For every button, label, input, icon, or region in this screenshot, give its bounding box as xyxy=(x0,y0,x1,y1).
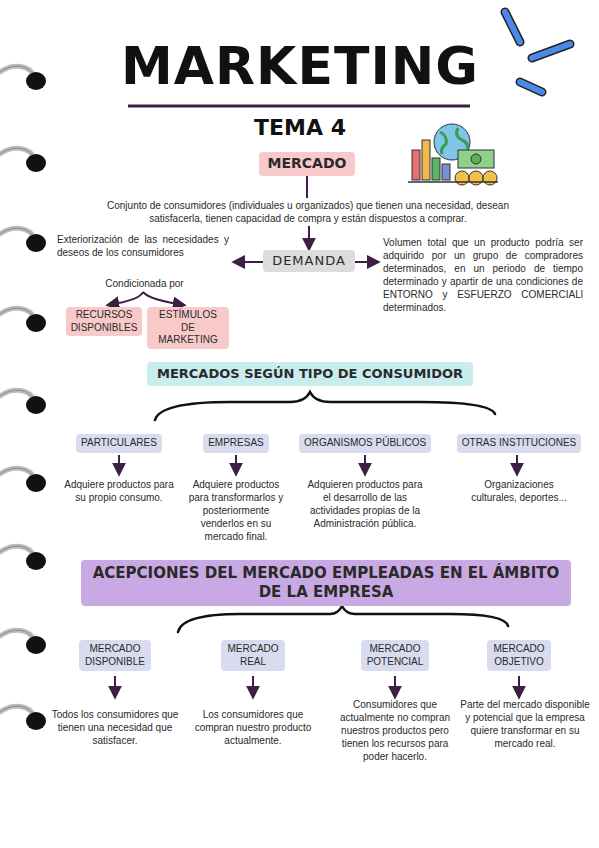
node-text: MERCADO OBJETIVO xyxy=(493,643,544,668)
accent-strokes xyxy=(505,12,570,92)
description-text: Adquiere productos para transformarlos y… xyxy=(186,478,286,543)
category-box: OTRAS INSTITUCIONES xyxy=(457,434,581,453)
node-text: DEMANDA xyxy=(272,253,346,269)
description-text: Consumidores que actualmente no compran … xyxy=(334,698,456,763)
description-text: Los consumidores que compran nuestro pro… xyxy=(194,708,312,747)
market-type-box: MERCADO POTENCIAL xyxy=(361,640,430,671)
title-underline xyxy=(128,105,470,108)
category-box: ORGANISMOS PÚBLICOS xyxy=(299,434,431,453)
node-text: PARTICULARES xyxy=(81,437,157,450)
category-box: EMPRESAS xyxy=(203,434,269,453)
node-text: MERCADO DISPONIBLE xyxy=(85,643,145,668)
node-text: RECURSOS DISPONIBLES xyxy=(71,309,138,334)
node-text: MERCADO POTENCIAL xyxy=(367,643,424,668)
subtitle: TEMA 4 xyxy=(220,114,380,143)
section-header: ACEPCIONES DEL MERCADO EMPLEADAS EN EL Á… xyxy=(81,560,571,606)
category-box: PARTICULARES xyxy=(76,434,162,453)
concept-box: MERCADO xyxy=(259,152,356,176)
node-text: ESTÍMULOS DE MARKETING xyxy=(152,309,224,347)
node-text: OTRAS INSTITUCIONES xyxy=(462,437,576,450)
node-text: MERCADO xyxy=(268,155,347,173)
description-text: Adquiere productos para su propio consum… xyxy=(63,478,175,504)
definition-text: Exteriorización de las necesidades y des… xyxy=(57,233,229,259)
title: MARKETING xyxy=(121,36,479,96)
description-text: Parte del mercado disponible y potencial… xyxy=(460,698,590,750)
spiral-binding xyxy=(0,66,46,730)
node-text: ORGANISMOS PÚBLICOS xyxy=(304,437,426,450)
section-header: MERCADOS SEGÚN TIPO DE CONSUMIDOR xyxy=(147,362,473,386)
market-icon xyxy=(408,124,498,185)
description-text: Todos los consumidores que tienen una ne… xyxy=(50,708,180,747)
note-text: Condicionada por xyxy=(97,277,192,290)
node-text: ACEPCIONES DEL MERCADO EMPLEADAS EN EL Á… xyxy=(91,564,561,602)
edge-label: Conjunto de consumidores (individuales u… xyxy=(86,198,530,226)
node-text: MERCADO REAL xyxy=(227,643,278,668)
factor-box: ESTÍMULOS DE MARKETING xyxy=(147,307,229,349)
node-text: MERCADOS SEGÚN TIPO DE CONSUMIDOR xyxy=(157,366,463,382)
concept-box: DEMANDA xyxy=(263,250,355,272)
description-text: Adquieren productos para el desarrollo d… xyxy=(306,478,424,530)
definition-text: Volumen total que un producto podría ser… xyxy=(383,236,583,314)
node-text: EMPRESAS xyxy=(208,437,264,450)
market-type-box: MERCADO OBJETIVO xyxy=(487,640,550,671)
description-text: Organizaciones culturales, deportes... xyxy=(467,478,571,504)
market-type-box: MERCADO REAL xyxy=(221,640,284,671)
factor-box: RECURSOS DISPONIBLES xyxy=(66,307,143,336)
market-type-box: MERCADO DISPONIBLE xyxy=(79,640,151,671)
